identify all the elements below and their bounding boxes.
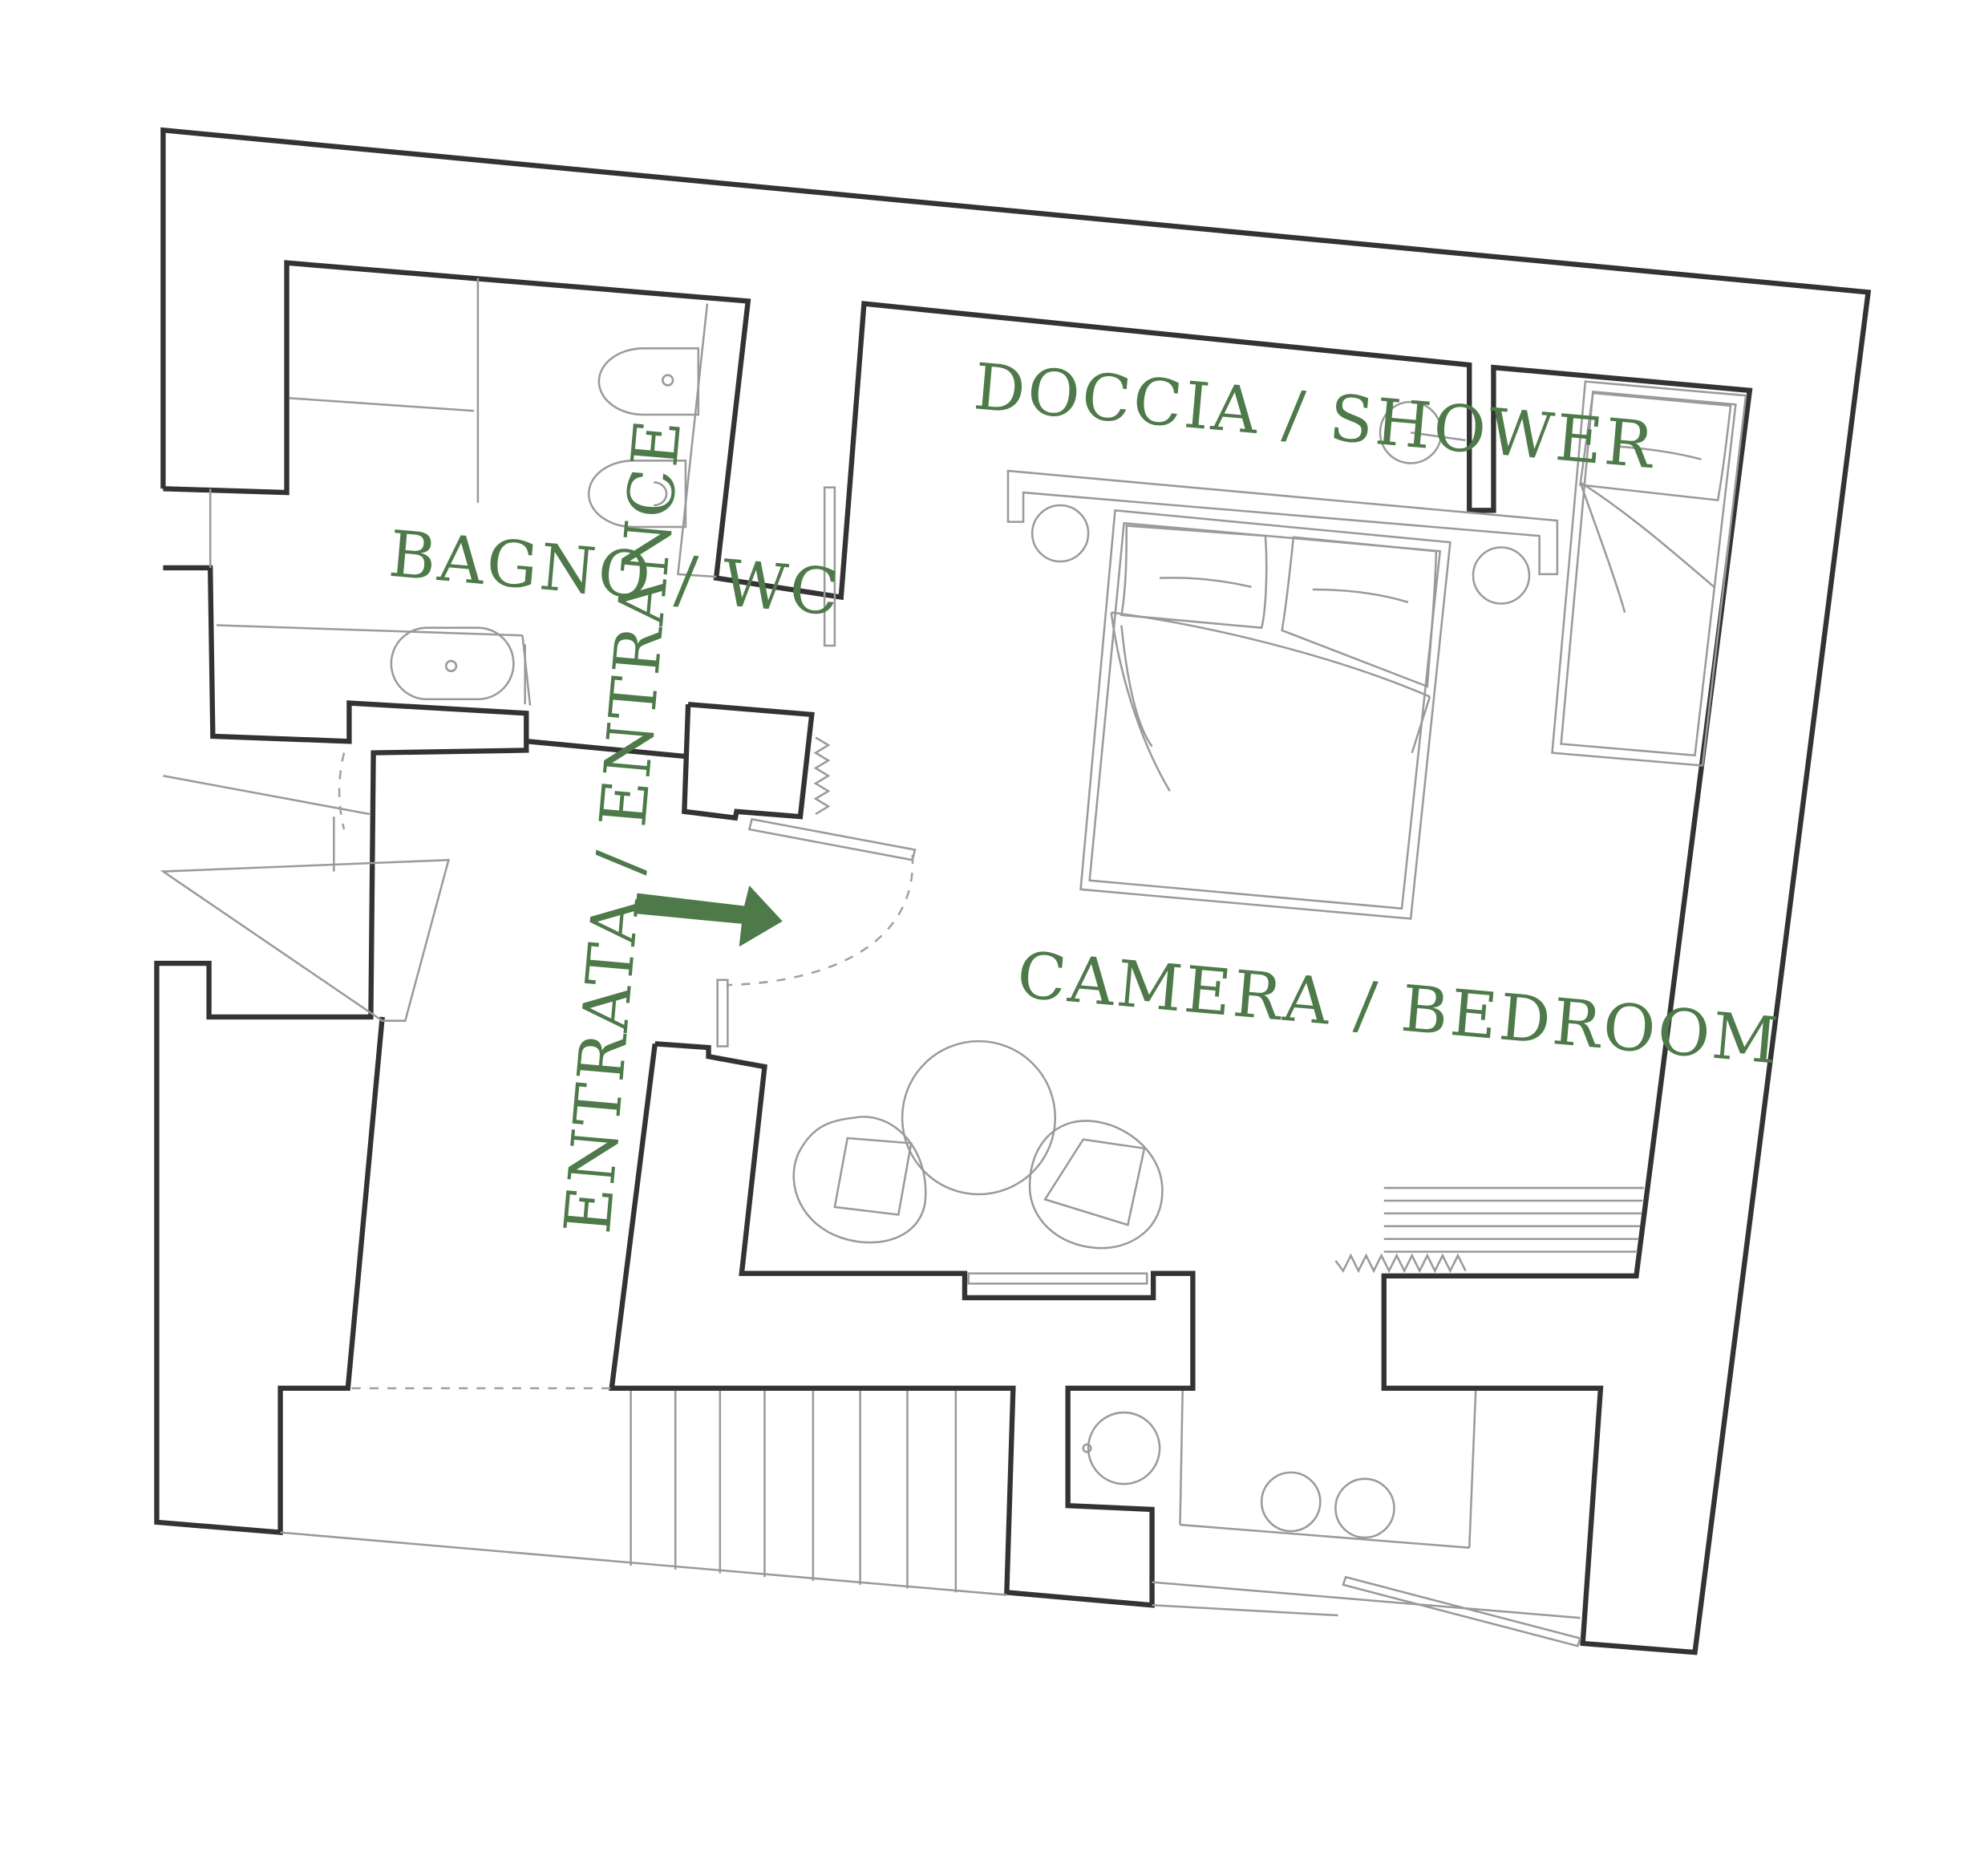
shower-fixtures [1006, 400, 1559, 576]
outer-walls [154, 127, 1872, 1655]
label-bedroom: CAMERA / BEDROOM [1014, 938, 1784, 1079]
bedroom-furniture [792, 380, 1747, 1285]
entrance-area [160, 486, 1007, 1596]
bathroom-fixtures [209, 278, 717, 706]
lower-service-area [1082, 1390, 1582, 1647]
label-shower: DOCCIA / SHOWER [971, 349, 1658, 483]
arrow-right-icon [634, 885, 783, 947]
